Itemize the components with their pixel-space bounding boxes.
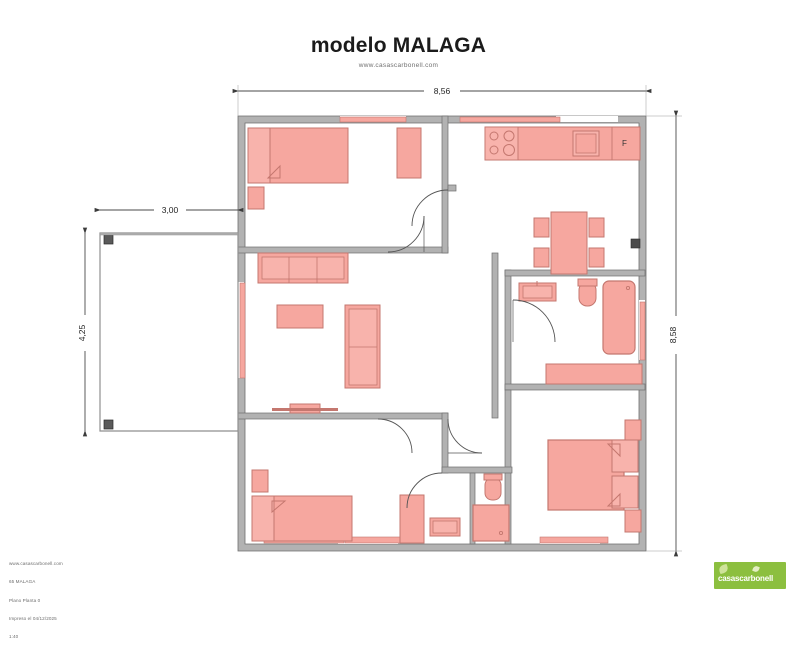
dimension-lines-group: 8,56 8,58 3,00 4,25 <box>77 84 683 557</box>
fridge-label: F <box>622 139 627 148</box>
room-dormitorio-superior-izquierda <box>247 127 422 210</box>
room-bano-secundario <box>406 472 510 542</box>
room-comedor <box>533 211 605 275</box>
room-salon-comedor <box>257 252 381 414</box>
room-cocina: F <box>484 126 641 161</box>
column-marker-bottom <box>103 419 114 430</box>
porche-terraza <box>99 232 239 432</box>
page-subtitle-url: www.casascarbonell.com <box>358 62 439 69</box>
dimension-porch-width: 3,00 <box>162 205 179 215</box>
footer-line-website: www.casascarbonell.com <box>9 561 63 567</box>
logo-text: casascarbonell <box>718 574 774 583</box>
room-bano-principal <box>512 278 643 385</box>
footer-line-scale: 1:40 <box>9 634 19 640</box>
room-dormitorio-inferior-izquierda <box>251 469 425 544</box>
page-title: modelo MALAGA <box>310 34 487 57</box>
footer-line-printed: Impreso el 04/12/2025 <box>9 616 57 622</box>
dimension-right-height: 8,58 <box>668 326 678 343</box>
column-marker-top <box>103 234 114 245</box>
room-dormitorio-principal <box>547 419 642 533</box>
dimension-porch-height: 4,25 <box>77 324 87 341</box>
casascarbonell-logo: casascarbonell <box>714 562 786 589</box>
footer-line-model: 65 MALAGA <box>9 579 36 585</box>
door-swings-group <box>377 189 483 454</box>
dimension-top-width: 8,56 <box>434 86 451 96</box>
floor-plan-drawing: F <box>77 84 683 557</box>
footer-line-plan: Plano Planta 0 <box>9 597 41 603</box>
floor-plan-page: modelo MALAGA www.casascarbonell.com www… <box>9 34 786 639</box>
